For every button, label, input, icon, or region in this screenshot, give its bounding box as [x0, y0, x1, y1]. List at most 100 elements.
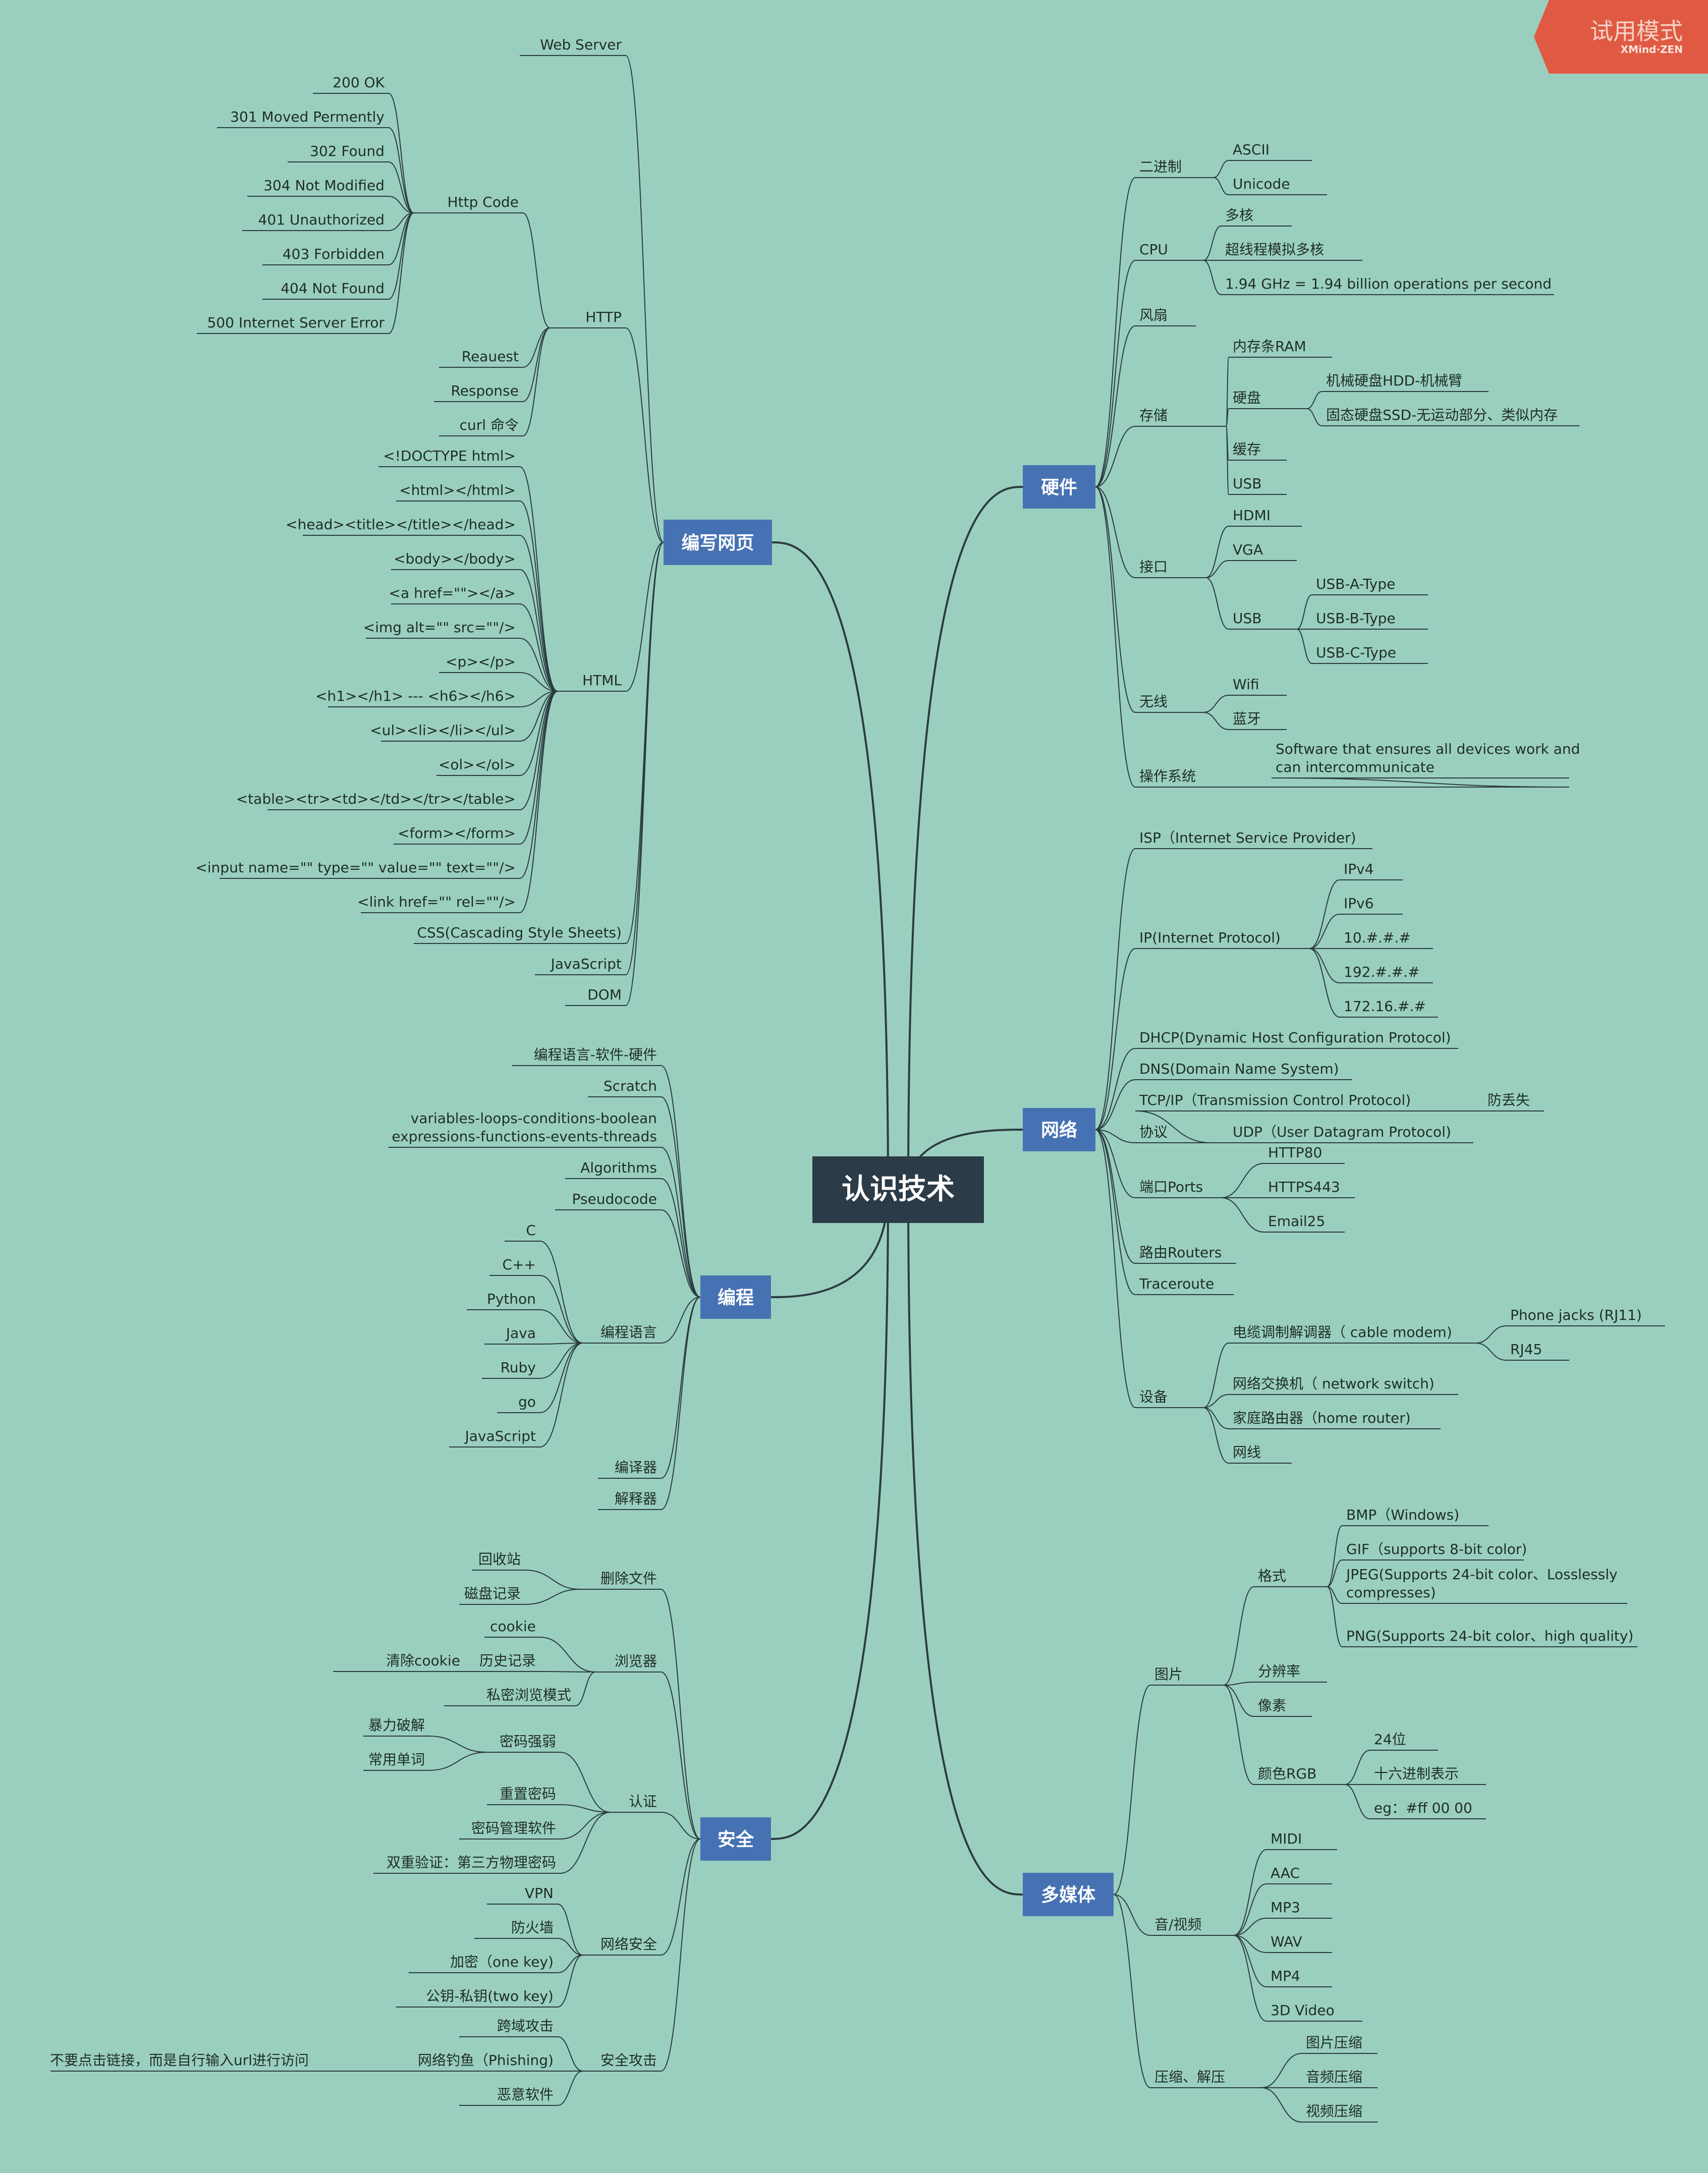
topic-label[interactable]: curl 命令 [460, 417, 519, 433]
topic-label[interactable]: 操作系统 [1139, 768, 1196, 785]
topic-label[interactable]: 防丢失 [1487, 1092, 1530, 1108]
topic-label[interactable]: Unicode [1233, 176, 1290, 192]
topic-label[interactable]: Wifi [1233, 676, 1259, 693]
topic-label[interactable]: <a href=""></a> [389, 585, 516, 601]
topic-label[interactable]: Software that ensures all devices work a… [1276, 741, 1580, 775]
topic-label[interactable]: 像素 [1258, 1697, 1286, 1714]
topic-label[interactable]: 二进制 [1139, 158, 1182, 175]
topic-label[interactable]: 硬盘 [1233, 389, 1261, 406]
topic-label[interactable]: 302 Found [310, 143, 384, 159]
topic-label[interactable]: IPv4 [1344, 861, 1374, 877]
topic-label[interactable]: JavaScript [550, 956, 622, 972]
topic-label[interactable]: WAV [1271, 1933, 1302, 1950]
topic-label[interactable]: 历史记录 [479, 1652, 536, 1669]
topic-label[interactable]: 接口 [1139, 559, 1168, 575]
topic-label[interactable]: 音频压缩 [1306, 2069, 1362, 2085]
topic-label[interactable]: 删除文件 [600, 1570, 657, 1587]
topic-label[interactable]: 编译器 [615, 1459, 657, 1476]
topic-label[interactable]: 设备 [1139, 1388, 1168, 1405]
topic-label[interactable]: DNS(Domain Name System) [1139, 1061, 1339, 1077]
topic-label[interactable]: C [526, 1222, 536, 1239]
topic-label[interactable]: 格式 [1258, 1568, 1286, 1584]
topic-label[interactable]: 1.94 GHz = 1.94 billion operations per s… [1225, 275, 1552, 292]
topic-label[interactable]: 缓存 [1233, 441, 1261, 458]
topic-label[interactable]: Phone jacks (RJ11) [1510, 1307, 1642, 1323]
topic-label[interactable]: 编程语言 [600, 1324, 657, 1341]
topic-label[interactable]: HDMI [1233, 507, 1271, 524]
branch-programming[interactable]: 编程 [700, 1275, 771, 1319]
topic-label[interactable]: <html></html> [399, 482, 516, 498]
topic-label[interactable]: IPv6 [1344, 895, 1374, 912]
topic-label[interactable]: 压缩、解压 [1154, 2069, 1225, 2085]
topic-label[interactable]: PNG(Supports 24-bit color、high quality) [1346, 1628, 1633, 1644]
topic-label[interactable]: Web Server [540, 36, 622, 53]
topic-label[interactable]: 网线 [1233, 1444, 1261, 1461]
topic-label[interactable]: <ul><li></li></ul> [370, 722, 516, 739]
topic-label[interactable]: <ol></ol> [438, 756, 516, 773]
topic-label[interactable]: 加密（one key) [450, 1954, 554, 1970]
topic-label[interactable]: cookie [490, 1618, 536, 1635]
topic-label[interactable]: 颜色RGB [1258, 1765, 1316, 1782]
topic-label[interactable]: Http Code [448, 194, 519, 210]
topic-label[interactable]: 蓝牙 [1233, 710, 1261, 727]
topic-label[interactable]: 401 Unauthorized [258, 211, 384, 228]
topic-label[interactable]: DOM [587, 986, 622, 1003]
topic-label[interactable]: MP4 [1271, 1968, 1300, 1984]
topic-label[interactable]: 常用单词 [368, 1751, 425, 1768]
topic-label[interactable]: 图片 [1154, 1666, 1183, 1683]
topic-label[interactable]: RJ45 [1510, 1341, 1542, 1358]
topic-label[interactable]: 十六进制表示 [1374, 1765, 1459, 1782]
topic-label[interactable]: C++ [503, 1256, 536, 1273]
trial-mode-badge[interactable]: 试用模式 XMind·ZEN [1534, 0, 1708, 74]
topic-label[interactable]: <form></form> [398, 825, 516, 842]
topic-label[interactable]: 网络钓鱼（Phishing) [418, 2052, 554, 2069]
topic-label[interactable]: MP3 [1271, 1899, 1300, 1916]
topic-label[interactable]: 双重验证：第三方物理密码 [387, 1854, 556, 1871]
topic-label[interactable]: HTTP80 [1268, 1144, 1322, 1161]
topic-label[interactable]: 跨域攻击 [497, 2018, 554, 2034]
topic-label[interactable]: 暴力破解 [368, 1717, 425, 1734]
topic-label[interactable]: Ruby [501, 1359, 536, 1376]
topic-label[interactable]: 编程语言-软件-硬件 [534, 1046, 657, 1063]
topic-label[interactable]: BMP（Windows) [1346, 1507, 1459, 1523]
topic-label[interactable]: <!DOCTYPE html> [383, 448, 516, 464]
topic-label[interactable]: eg：#ff 00 00 [1374, 1800, 1472, 1816]
topic-label[interactable]: DHCP(Dynamic Host Configuration Protocol… [1139, 1029, 1451, 1046]
root-topic[interactable]: 认识技术 [812, 1156, 984, 1223]
topic-label[interactable]: USB-A-Type [1316, 576, 1395, 592]
topic-label[interactable]: 图片压缩 [1306, 2034, 1362, 2051]
topic-label[interactable]: 私密浏览模式 [486, 1687, 571, 1703]
topic-label[interactable]: 10.#.#.# [1344, 929, 1411, 946]
topic-label[interactable]: 电缆调制解调器（ cable modem) [1233, 1324, 1452, 1341]
topic-label[interactable]: VGA [1233, 541, 1263, 558]
topic-label[interactable]: 解释器 [615, 1490, 657, 1507]
topic-label[interactable]: 防火墙 [511, 1919, 554, 1936]
topic-label[interactable]: 恶意软件 [497, 2086, 554, 2103]
topic-label[interactable]: 403 Forbidden [283, 246, 384, 262]
topic-label[interactable]: Pseudocode [572, 1191, 657, 1207]
topic-label[interactable]: 多核 [1225, 207, 1253, 224]
topic-label[interactable]: USB [1233, 475, 1261, 492]
topic-label[interactable]: 浏览器 [615, 1653, 657, 1669]
topic-label[interactable]: <h1></h1> --- <h6></h6> [315, 688, 516, 704]
topic-label[interactable]: 3D Video [1271, 2002, 1335, 2019]
topic-label[interactable]: Java [505, 1325, 536, 1342]
topic-label[interactable]: CSS(Cascading Style Sheets) [417, 924, 622, 941]
topic-label[interactable]: 安全攻击 [600, 2052, 657, 2069]
topic-label[interactable]: Reauest [462, 348, 519, 365]
topic-label[interactable]: <body></body> [394, 550, 516, 567]
topic-label[interactable]: Algorithms [580, 1159, 657, 1176]
topic-label[interactable]: 机械硬盘HDD-机械臂 [1326, 372, 1462, 389]
topic-label[interactable]: CPU [1139, 241, 1168, 258]
topic-label[interactable]: 端口Ports [1139, 1179, 1203, 1195]
topic-label[interactable]: 磁盘记录 [464, 1585, 521, 1602]
topic-label[interactable]: 404 Not Found [281, 280, 384, 297]
topic-label[interactable]: GIF（supports 8-bit color) [1346, 1541, 1527, 1557]
topic-label[interactable]: 500 Internet Server Error [207, 314, 385, 331]
topic-label[interactable]: 重置密码 [500, 1786, 556, 1802]
topic-label[interactable]: VPN [525, 1885, 554, 1902]
topic-label[interactable]: 风扇 [1139, 307, 1168, 323]
topic-label[interactable]: 301 Moved Permently [230, 108, 384, 125]
topic-label[interactable]: Email25 [1268, 1213, 1325, 1230]
topic-label[interactable]: JavaScript [464, 1428, 536, 1444]
